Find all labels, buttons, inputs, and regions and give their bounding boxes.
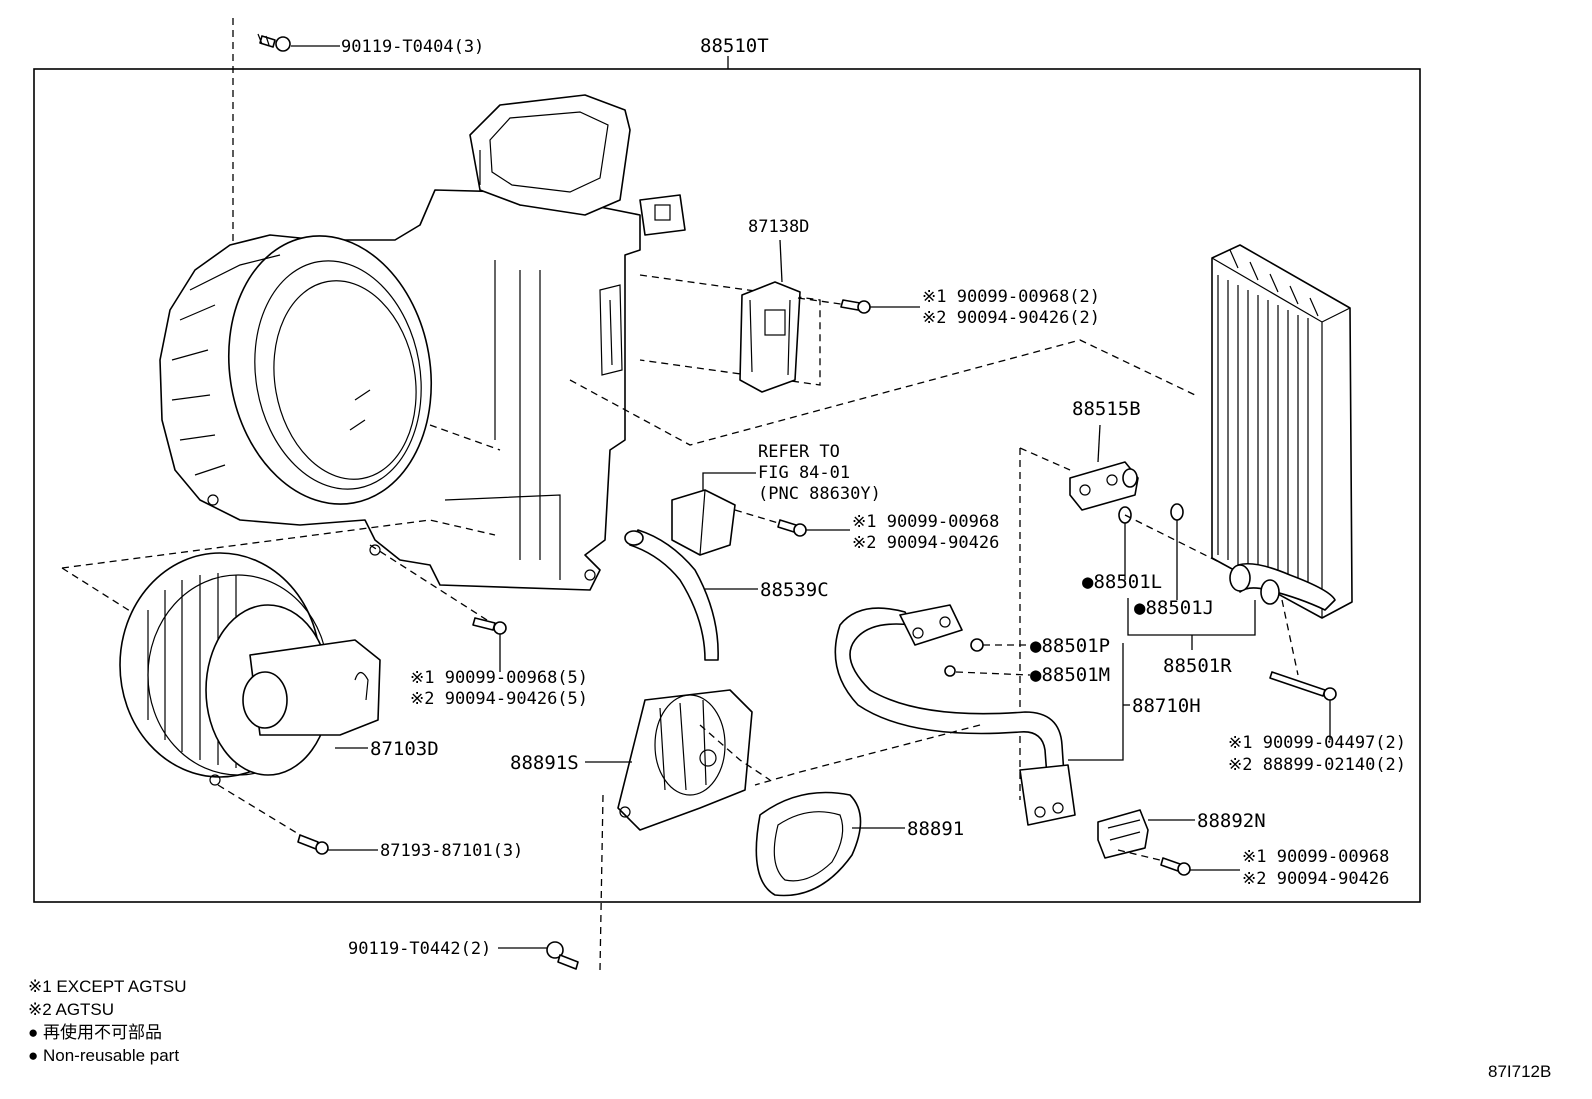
label-tube: 88710H xyxy=(1132,695,1201,717)
label-screw-bottom: 90119-T0442(2) xyxy=(348,939,491,959)
liquid-tube-drawing xyxy=(834,604,1076,826)
label-drain-cover: 88891S xyxy=(510,752,579,774)
label-screw-top: 90119-T0404(3) xyxy=(341,37,484,57)
legend-note-2: ※2 AGTSU xyxy=(28,1000,114,1019)
label-resistor-screw-2: ※2 90094-90426(2) xyxy=(922,308,1100,328)
label-bracket: 88892N xyxy=(1197,810,1266,832)
label-relay-screw-1: ※1 90099-00968 xyxy=(852,512,999,532)
label-evap-bolt-1: ※1 90099-04497(2) xyxy=(1228,733,1406,753)
seal-drawing xyxy=(755,791,862,897)
label-seal: 88891 xyxy=(907,818,964,840)
blower-motor-drawing xyxy=(119,552,381,786)
relay-drawing xyxy=(671,489,736,556)
screw-bottom-icon xyxy=(546,941,579,970)
label-oring-l: ●88501L xyxy=(1082,571,1162,593)
drain-cover-drawing xyxy=(617,689,753,831)
legend-nonreusable-en: ● Non-reusable part xyxy=(28,1046,179,1065)
figure-id: 87I712B xyxy=(1488,1062,1551,1081)
label-refer-pnc: (PNC 88630Y) xyxy=(758,484,881,504)
label-valve: 88515B xyxy=(1072,398,1141,420)
expansion-valve-drawing xyxy=(1069,461,1139,511)
label-refer-fig: FIG 84-01 xyxy=(758,463,850,483)
motor-screw-icon xyxy=(472,617,507,635)
label-resistor: 87138D xyxy=(748,217,809,237)
label-resistor-screw-1: ※1 90099-00968(2) xyxy=(922,287,1100,307)
label-bracket-screw-1: ※1 90099-00968 xyxy=(1242,847,1389,867)
relay-screw-icon xyxy=(777,519,807,537)
label-motor-screw-bottom: 87193-87101(3) xyxy=(380,841,523,861)
assembly-boundary-box xyxy=(33,68,1421,903)
label-oring-m: ●88501M xyxy=(1030,664,1110,686)
label-oring-j: ●88501J xyxy=(1134,597,1214,619)
legend-nonreusable-jp: ● 再使用不可部品 xyxy=(28,1022,162,1042)
heater-housing-drawing xyxy=(159,94,686,591)
screw-top-icon xyxy=(257,33,291,52)
bracket-screw-icon xyxy=(1160,857,1191,876)
legend: ※1 EXCEPT AGTSU ※2 AGTSU ● 再使用不可部品 ● Non… xyxy=(28,977,186,1065)
label-relay-screw-2: ※2 90094-90426 xyxy=(852,533,999,553)
legend-note-1: ※1 EXCEPT AGTSU xyxy=(28,977,186,996)
label-assembly: 88510T xyxy=(700,35,769,57)
drain-hose-drawing xyxy=(624,529,719,661)
motor-bottom-screw-icon xyxy=(297,834,329,855)
label-motor-screw-1: ※1 90099-00968(5) xyxy=(410,668,588,688)
label-oring-p: ●88501P xyxy=(1030,635,1110,657)
blower-resistor-drawing xyxy=(739,281,801,393)
label-refer-to: REFER TO xyxy=(758,442,840,462)
label-evap-bolt-2: ※2 88899-02140(2) xyxy=(1228,755,1406,775)
evaporator-bolt-icon xyxy=(1269,671,1337,701)
label-motor-screw-2: ※2 90094-90426(5) xyxy=(410,689,588,709)
bracket-drawing xyxy=(1097,809,1149,859)
label-blower-motor: 87103D xyxy=(370,738,439,760)
evaporator-core-drawing xyxy=(1211,244,1353,619)
label-oring-set: 88501R xyxy=(1163,655,1232,677)
label-bracket-screw-2: ※2 90094-90426 xyxy=(1242,869,1389,889)
resistor-screw-icon xyxy=(840,299,871,314)
label-hose: 88539C xyxy=(760,579,829,601)
